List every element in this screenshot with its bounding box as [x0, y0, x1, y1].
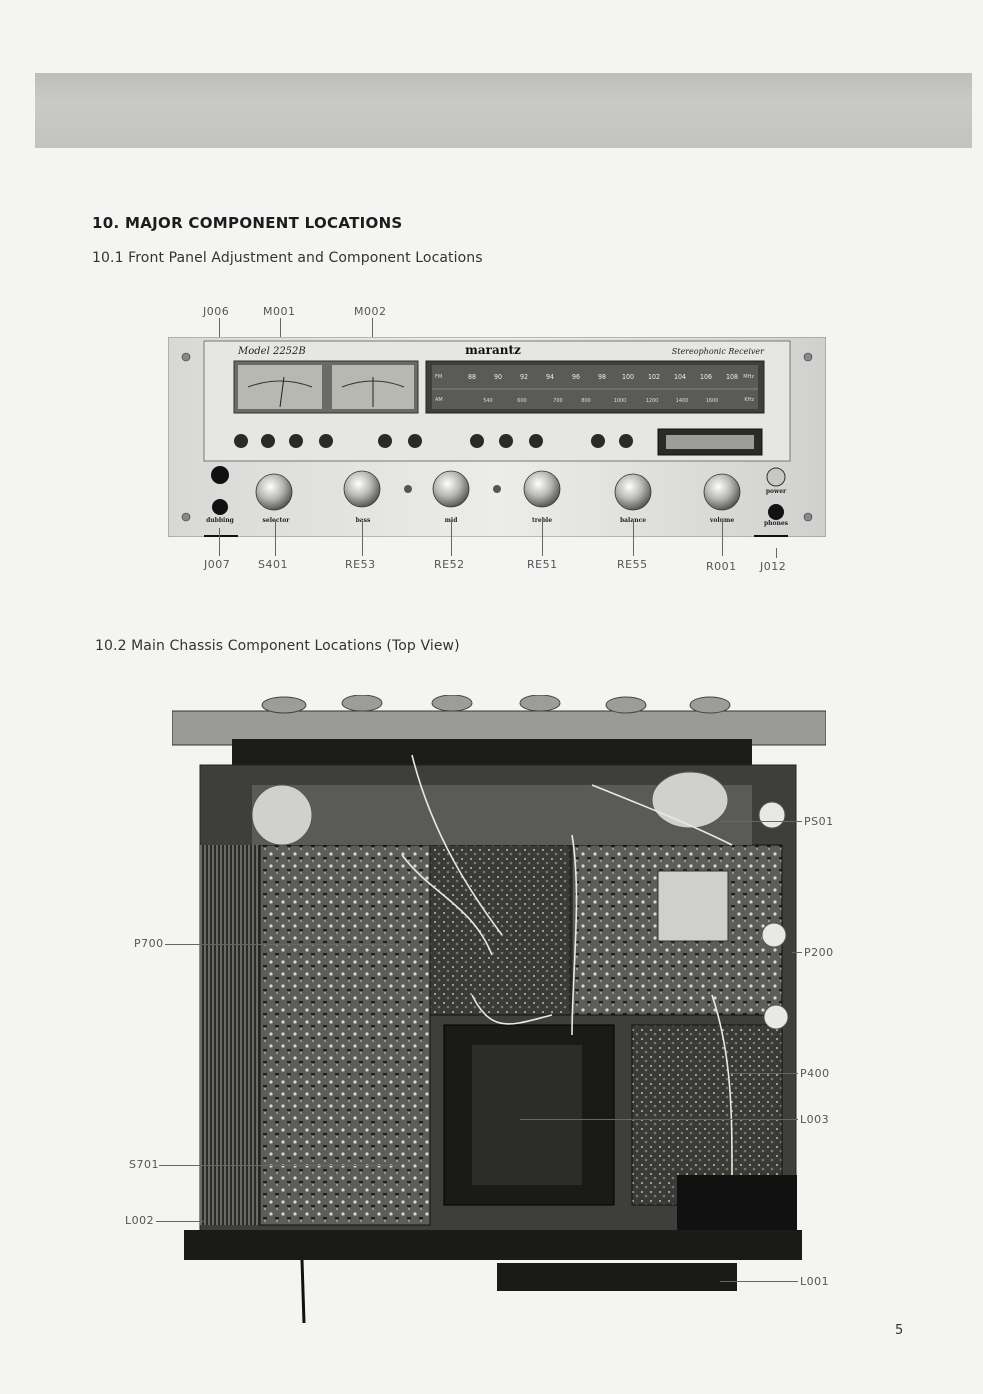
am-scale-label: 800 — [581, 398, 590, 404]
callout-s401: S401 — [258, 558, 288, 571]
fm-scale-label: 100 — [622, 373, 634, 381]
leader-p200 — [792, 952, 802, 953]
fm-scale-label: 96 — [572, 373, 580, 381]
fm-scale-label: 88 — [468, 373, 476, 381]
fm-scale-label: 106 — [700, 373, 712, 381]
leader-p700 — [165, 944, 397, 945]
callout-r001: R001 — [706, 560, 737, 573]
callout-m001: M001 — [263, 305, 296, 318]
fm-scale-label: 94 — [546, 373, 554, 381]
leader-l001 — [720, 1281, 798, 1282]
knob-label-power: power — [766, 488, 787, 495]
leader-j012 — [776, 548, 777, 558]
fm-scale-label: 104 — [674, 373, 686, 381]
fm-scale-label: 102 — [648, 373, 660, 381]
fm-scale-label: 98 — [598, 373, 606, 381]
knob-label-volume: volume — [709, 517, 734, 524]
knob-label-phones: phones — [764, 520, 789, 527]
fm-label: FM — [435, 374, 442, 380]
am-unit: KHz — [744, 397, 754, 403]
am-label: AM — [435, 397, 443, 403]
am-scale-label: 1400 — [676, 398, 689, 404]
callout-m002: M002 — [354, 305, 387, 318]
am-scale-label: 1600 — [706, 398, 719, 404]
knob-label-selector: selector — [263, 517, 291, 524]
fm-unit: MHz — [743, 374, 754, 380]
leader-p400 — [730, 1073, 798, 1074]
callout-j006: J006 — [203, 305, 230, 318]
leader-re52 — [451, 520, 452, 556]
leader-s401 — [275, 520, 276, 556]
callout-re55: RE55 — [617, 558, 648, 571]
fm-scale-label: 92 — [520, 373, 528, 381]
page-number: 5 — [895, 1323, 904, 1338]
subsection-title-main-chassis: 10.2 Main Chassis Component Locations (T… — [95, 638, 460, 654]
leader-re55 — [633, 520, 634, 556]
subsection-title-front-panel: 10.1 Front Panel Adjustment and Componen… — [92, 250, 483, 266]
fm-scale-label: 90 — [494, 373, 502, 381]
fm-scale-label: 108 — [726, 373, 738, 381]
leader-r001 — [722, 520, 723, 556]
knob-label-bass: bass — [356, 517, 371, 524]
leader-re51 — [542, 520, 543, 556]
am-scale-label: 600 — [517, 398, 526, 404]
leader-l003 — [520, 1119, 798, 1120]
callout-l003: L003 — [800, 1113, 830, 1126]
callout-re52: RE52 — [434, 558, 465, 571]
am-scale-label: 540 — [483, 398, 492, 404]
callout-p200: P200 — [804, 946, 834, 959]
header-bar — [35, 73, 972, 148]
leader-re53 — [362, 520, 363, 556]
callout-re53: RE53 — [345, 558, 376, 571]
brand-logo: marantz — [465, 343, 521, 357]
leader-j007 — [219, 528, 220, 556]
leader-s701 — [159, 1165, 399, 1166]
callout-p400: P400 — [800, 1067, 830, 1080]
receiver-front-panel-photo: marantz Model 2252B Stereophonic Receive… — [168, 337, 826, 537]
knob-label-dubbing: dubbing — [206, 517, 235, 524]
callout-p700: P700 — [134, 937, 164, 950]
callout-re51: RE51 — [527, 558, 558, 571]
am-scale-label: 1200 — [646, 398, 659, 404]
am-scale-label: 1000 — [614, 398, 627, 404]
callout-l001: L001 — [800, 1275, 830, 1288]
am-scale-label: 700 — [553, 398, 562, 404]
callout-j007: J007 — [204, 558, 231, 571]
callout-l002: L002 — [125, 1214, 155, 1227]
callout-s701: S701 — [129, 1158, 159, 1171]
callout-ps01: PS01 — [804, 815, 834, 828]
model-name: Model 2252B — [237, 346, 306, 357]
product-name: Stereophonic Receiver — [672, 347, 765, 356]
section-title: 10. MAJOR COMPONENT LOCATIONS — [92, 214, 403, 232]
main-chassis-top-view-photo — [172, 695, 826, 1324]
leader-ps01 — [720, 821, 802, 822]
leader-l002 — [156, 1221, 206, 1222]
callout-j012: J012 — [760, 560, 787, 573]
